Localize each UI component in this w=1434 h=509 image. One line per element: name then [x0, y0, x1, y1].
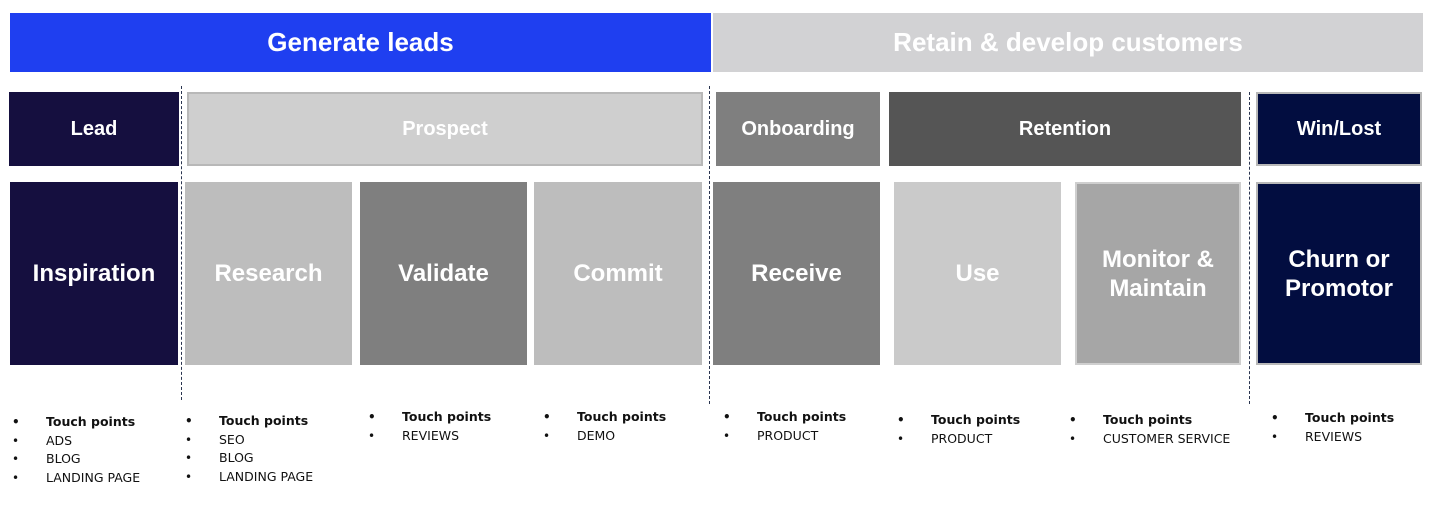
stage-use: Use — [894, 182, 1061, 365]
touchpoints-receive: Touch points PRODUCT — [723, 408, 846, 445]
touchpoints-heading: Touch points — [897, 411, 1020, 430]
touchpoints-use: Touch points PRODUCT — [897, 411, 1020, 448]
touchpoints-heading: Touch points — [543, 408, 666, 427]
touchpoints-heading: Touch points — [12, 413, 140, 432]
phase-prospect-label: Prospect — [402, 117, 488, 140]
touchpoints-validate: Touch points REVIEWS — [368, 408, 491, 445]
touchpoint-item: SEO — [185, 431, 313, 450]
touchpoints-heading: Touch points — [185, 412, 313, 431]
stage-inspiration: Inspiration — [10, 182, 178, 365]
touchpoint-item: LANDING PAGE — [185, 468, 313, 487]
retain-customers-banner: Retain & develop customers — [713, 13, 1423, 72]
stage-churn-label-line1: Churn or — [1288, 245, 1390, 273]
divider-generate-retain — [709, 86, 710, 404]
touchpoint-item: LANDING PAGE — [12, 469, 140, 488]
phase-onboarding: Onboarding — [716, 92, 880, 166]
touchpoint-item: BLOG — [185, 449, 313, 468]
phase-win-lost-label: Win/Lost — [1296, 117, 1382, 140]
phase-lead: Lead — [9, 92, 179, 166]
stage-research: Research — [185, 182, 352, 365]
stage-churn-promotor: Churn or Promotor — [1256, 182, 1422, 365]
touchpoints-heading: Touch points — [723, 408, 846, 427]
stage-validate: Validate — [360, 182, 527, 365]
phase-retention: Retention — [889, 92, 1241, 166]
generate-leads-banner: Generate leads — [10, 13, 711, 72]
stage-inspiration-label: Inspiration — [32, 260, 156, 287]
phase-win-lost: Win/Lost — [1256, 92, 1422, 166]
touchpoints-inspiration: Touch points ADS BLOG LANDING PAGE — [12, 413, 140, 487]
stage-monitor-label-line1: Monitor & — [1102, 245, 1214, 273]
touchpoint-item: PRODUCT — [723, 427, 846, 446]
phase-lead-label: Lead — [70, 117, 118, 140]
touchpoints-heading: Touch points — [1069, 411, 1230, 430]
touchpoint-item: PRODUCT — [897, 430, 1020, 449]
touchpoints-commit: Touch points DEMO — [543, 408, 666, 445]
stage-commit: Commit — [534, 182, 702, 365]
touchpoint-item: DEMO — [543, 427, 666, 446]
stage-commit-label: Commit — [573, 260, 663, 287]
stage-use-label: Use — [955, 260, 1000, 287]
touchpoint-item: REVIEWS — [1271, 428, 1394, 447]
divider-lead-prospect — [181, 86, 182, 400]
retain-customers-label: Retain & develop customers — [893, 27, 1243, 57]
touchpoint-item: REVIEWS — [368, 427, 491, 446]
touchpoint-item: BLOG — [12, 450, 140, 469]
touchpoints-heading: Touch points — [368, 408, 491, 427]
generate-leads-label: Generate leads — [267, 27, 454, 57]
stage-churn-label-line2: Promotor — [1285, 274, 1393, 302]
phase-onboarding-label: Onboarding — [741, 117, 855, 140]
touchpoint-item: CUSTOMER SERVICE — [1069, 430, 1230, 449]
touchpoints-monitor: Touch points CUSTOMER SERVICE — [1069, 411, 1230, 448]
divider-retention-winlost — [1249, 92, 1250, 404]
touchpoints-heading: Touch points — [1271, 409, 1394, 428]
touchpoints-research: Touch points SEO BLOG LANDING PAGE — [185, 412, 313, 486]
stage-receive-label: Receive — [751, 260, 842, 287]
phase-retention-label: Retention — [1018, 117, 1112, 140]
stage-research-label: Research — [214, 260, 323, 287]
stage-monitor-maintain: Monitor & Maintain — [1075, 182, 1241, 365]
touchpoints-churn: Touch points REVIEWS — [1271, 409, 1394, 446]
stage-monitor-label-line2: Maintain — [1109, 274, 1207, 302]
phase-prospect: Prospect — [187, 92, 703, 166]
stage-validate-label: Validate — [398, 260, 489, 287]
stage-receive: Receive — [713, 182, 880, 365]
touchpoint-item: ADS — [12, 432, 140, 451]
